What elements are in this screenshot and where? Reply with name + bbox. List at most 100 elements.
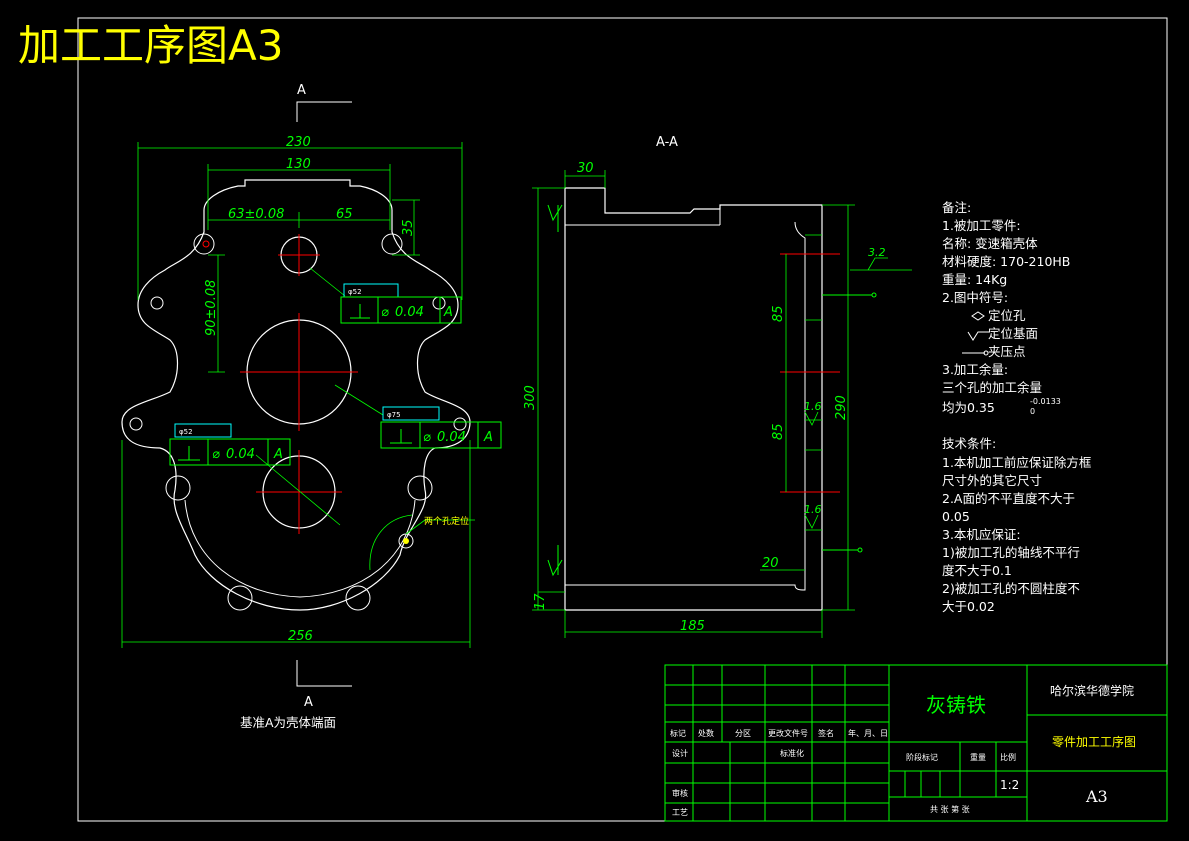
note-line: 定位孔 — [988, 308, 1026, 323]
svg-text:256: 256 — [288, 629, 313, 644]
section-dimension-lines — [532, 170, 912, 638]
side-boss-left — [165, 475, 191, 501]
tb-school: 哈尔滨华德学院 — [1050, 683, 1134, 698]
tb-header-cell: 处数 — [698, 728, 714, 738]
note-line: 大于0.02 — [942, 599, 995, 614]
tb-row-label: 审核 — [672, 788, 688, 798]
svg-text:30: 30 — [577, 161, 594, 176]
bottom-inner-arc — [184, 499, 416, 598]
tolerance-frame-1: φ52 ⌀ 0.04 A — [340, 283, 462, 324]
svg-text:0.04: 0.04 — [226, 447, 255, 462]
svg-text:85: 85 — [771, 423, 786, 440]
svg-text:35: 35 — [401, 219, 416, 236]
title-block — [664, 664, 1168, 822]
tb-stage-label: 阶段标记 — [906, 752, 938, 762]
tb-drawing-name: 零件加工工序图 — [1052, 734, 1136, 749]
front-dimension-lines — [121, 142, 475, 648]
svg-text:φ52: φ52 — [179, 428, 193, 436]
note-line: 0.05 — [942, 509, 970, 524]
section-mark-bottom: A — [304, 695, 313, 710]
side-boss-right — [407, 475, 433, 501]
tolerance-sub: 0 — [1030, 407, 1035, 416]
svg-text:1.6: 1.6 — [804, 400, 822, 413]
locating-hole-symbol — [971, 311, 985, 321]
svg-text:⌀: ⌀ — [381, 305, 389, 320]
tb-sheets-label: 共 张 第 张 — [930, 804, 970, 814]
note-line: 技术条件: — [942, 436, 996, 451]
notes: 备注: 1.被加工零件: 名称: 变速箱壳体 材料硬度: 170-210HB 重… — [942, 200, 1092, 614]
bottom-boss-left — [227, 585, 253, 611]
drawing-title: 加工工序图A3 — [18, 21, 283, 70]
tb-header-cell: 更改文件号 — [768, 728, 808, 738]
section-locator-marks — [547, 204, 877, 577]
note-line: 均为0.35 — [942, 400, 995, 415]
svg-text:230: 230 — [286, 135, 311, 150]
svg-text:85: 85 — [771, 305, 786, 322]
corner-boss-left — [193, 233, 215, 255]
drawing-frame — [77, 17, 1168, 822]
section-label: A-A — [656, 135, 678, 150]
svg-text:90±0.08: 90±0.08 — [204, 280, 219, 336]
note-line: 名称: 变速箱壳体 — [942, 236, 1038, 251]
svg-text:A: A — [443, 305, 453, 320]
svg-text:130: 130 — [286, 157, 311, 172]
note-line: 1)被加工孔的轴线不平行 — [942, 545, 1080, 560]
svg-text:3.2: 3.2 — [868, 246, 886, 259]
front-dimension-text: 230 130 63±0.08 65 35 90±0.08 256 — [204, 135, 416, 644]
housing-outline — [121, 179, 471, 611]
section-mark-top: A — [297, 83, 306, 98]
note-line: 2)被加工孔的不圆柱度不 — [942, 581, 1080, 596]
note-line: 材料硬度: 170-210HB — [942, 254, 1070, 269]
tb-std-label: 标准化 — [780, 748, 804, 758]
section-outline — [564, 187, 823, 611]
svg-text:290: 290 — [834, 395, 849, 420]
svg-text:185: 185 — [680, 619, 705, 634]
note-line: 1.本机加工前应保证除方框 — [942, 455, 1092, 470]
section-inner — [565, 221, 806, 591]
section-arrow-top — [296, 101, 352, 122]
svg-text:20: 20 — [762, 556, 779, 571]
notes-heading: 备注: — [942, 200, 971, 215]
locating-face-symbol — [967, 331, 990, 341]
svg-text:φ52: φ52 — [348, 288, 362, 296]
corner-boss-right — [381, 233, 403, 255]
section-dimension-text: 30 300 17 185 85 85 290 20 3.2 1.6 1.6 — [523, 161, 886, 634]
lug-hole-right-bottom — [453, 417, 467, 431]
svg-text:1.6: 1.6 — [804, 503, 822, 516]
tb-sheet: A3 — [1085, 787, 1108, 806]
note-line: 定位基面 — [988, 326, 1038, 341]
note-line: 3.加工余量: — [942, 362, 1008, 377]
svg-text:0.04: 0.04 — [395, 305, 424, 320]
svg-text:A: A — [273, 447, 283, 462]
svg-text:63±0.08: 63±0.08 — [228, 207, 284, 222]
section-centerlines — [780, 253, 840, 493]
svg-text:A: A — [483, 430, 493, 445]
svg-text:17: 17 — [533, 593, 548, 610]
locating-pin-inner — [403, 538, 409, 544]
pin-note: 两个孔定位 — [424, 515, 469, 527]
title-block-text: 标记 处数 分区 更改文件号 签名 年、月、日 设计 标准化 审核 工艺 灰铸铁… — [670, 683, 1136, 817]
svg-text:⌀: ⌀ — [212, 447, 220, 462]
tolerance-frame-2: φ75 ⌀ 0.04 A — [380, 406, 502, 449]
note-line: 三个孔的加工余量 — [942, 380, 1042, 395]
clamp-point-symbol — [962, 350, 989, 356]
tb-material: 灰铸铁 — [926, 693, 986, 717]
section-view: A-A 30 300 — [523, 135, 912, 638]
svg-text:65: 65 — [336, 207, 353, 222]
tb-weight-label: 重量 — [970, 752, 986, 762]
tb-scale-label: 比例 — [1000, 752, 1016, 762]
centerlines — [240, 234, 358, 534]
note-line: 3.本机应保证: — [942, 527, 1021, 542]
section-arrow-bottom — [296, 660, 352, 687]
svg-text:0.04: 0.04 — [437, 430, 466, 445]
tb-header-cell: 年、月、日 — [848, 728, 888, 738]
svg-text:φ75: φ75 — [387, 411, 401, 419]
front-view: A A — [121, 83, 502, 730]
tb-row-label: 工艺 — [672, 808, 688, 817]
note-line: 度不大于0.1 — [942, 563, 1012, 578]
svg-text:300: 300 — [523, 385, 538, 410]
tolerance-frame-3: φ52 ⌀ 0.04 A — [169, 423, 291, 466]
tolerance-super: -0.0133 — [1030, 397, 1061, 406]
lug-hole-left-bottom — [129, 417, 143, 431]
